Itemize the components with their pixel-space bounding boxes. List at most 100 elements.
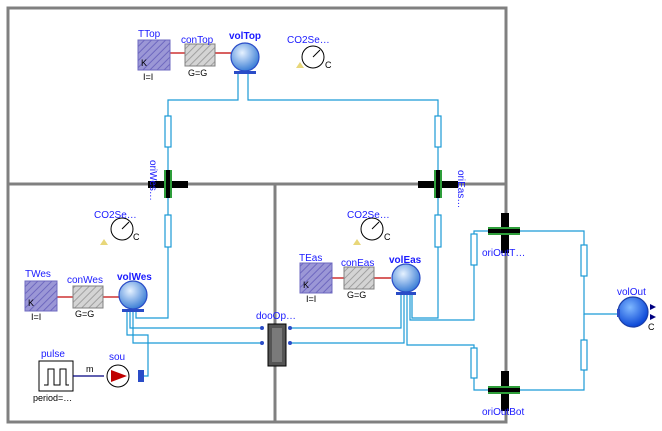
temperature-source-icon (299, 262, 333, 294)
component-volout[interactable]: volOut C (617, 287, 656, 332)
volume-icon (230, 42, 260, 72)
oriwes-label: oriWes… (147, 160, 158, 201)
pipe-oriwes-volwes (135, 247, 169, 319)
orifice-plate-core (488, 388, 520, 392)
co2sentop-label: CO2Se… (287, 35, 330, 46)
pipe-resistance-icon (470, 347, 478, 379)
coneas-param: G=G (347, 290, 366, 300)
component-voltop[interactable]: volTop (229, 31, 261, 74)
source-port (138, 370, 144, 382)
temperature-source-icon (24, 280, 58, 312)
pipe-voleas-door-1 (290, 293, 402, 329)
pipe-resistance-icon (164, 214, 172, 248)
pipe-volwes-door-1 (129, 310, 262, 329)
volume-icon (118, 280, 148, 310)
pipe-orieas-voleas (411, 247, 439, 319)
pipe-voltop-oriwes (167, 73, 239, 116)
contop-param: G=G (188, 68, 207, 78)
conwes-label: conWes (67, 275, 103, 286)
oriouttop-label: oriOutT… (482, 248, 525, 259)
contop-label: conTop (181, 35, 214, 46)
component-sou[interactable]: sou m (73, 352, 144, 388)
teas-unit: K (303, 280, 309, 290)
coneas-label: conEas (341, 258, 374, 269)
twes-label: TWes (25, 269, 51, 280)
pipe-voleas-oriouttop (409, 265, 475, 321)
source-arrow-icon (111, 370, 127, 382)
pipe-resistance-icon (580, 339, 588, 371)
pipe-volwes-sou (126, 310, 149, 377)
thermal-conductor-icon (343, 266, 375, 290)
orifice-plate-core (166, 170, 170, 198)
room-east-border (273, 182, 508, 424)
pipe-voltop-orieas (247, 73, 439, 116)
orifice-plate-core (488, 229, 520, 233)
orioutbot-label: oriOutBot (482, 407, 524, 418)
conwes-param: G=G (75, 309, 94, 319)
component-coneas[interactable]: conEas G=G (341, 258, 375, 300)
door-port (260, 326, 264, 330)
pipe-voleas-orioutbot (406, 293, 475, 348)
door-port (260, 341, 264, 345)
co2seneas-label: CO2Se… (347, 210, 390, 221)
pipe-resistance-icon (470, 233, 478, 266)
component-door[interactable]: dooOp… (256, 311, 296, 367)
voltop-label: volTop (229, 31, 261, 42)
volout-unit: C (648, 322, 655, 332)
co2sentop-unit: C (325, 60, 332, 70)
orifice-orioutbot[interactable]: oriOutBot (482, 371, 524, 418)
pipe-oriouttop-out (520, 230, 585, 245)
heat-links (57, 52, 391, 298)
component-co2seneas[interactable]: CO2Se… C (347, 210, 391, 245)
pipe-out-to-volout-top (583, 276, 618, 315)
pipe-resistance-icon (580, 244, 588, 277)
component-teas[interactable]: TEas K I=I (299, 253, 333, 304)
gauge-needle (371, 221, 380, 230)
pipe-resistance-icon (164, 115, 172, 148)
sou-port-label: m (86, 364, 94, 374)
co2senwes-label: CO2Se… (94, 210, 137, 221)
sensor-port-icon (100, 239, 108, 245)
pipe-network (126, 73, 618, 391)
component-contop[interactable]: conTop G=G (181, 35, 216, 78)
volume-port (617, 309, 620, 317)
temperature-source-icon (137, 39, 171, 71)
volume-output-port (650, 314, 656, 320)
component-co2sentop[interactable]: CO2Se… C (287, 35, 332, 70)
twes-unit: K (28, 298, 34, 308)
volume-icon (617, 296, 649, 328)
component-twes[interactable]: TWes K I=I (24, 269, 58, 322)
sensor-port-icon (353, 239, 361, 245)
door-port (288, 341, 292, 345)
door-label: dooOp… (256, 311, 296, 322)
gauge-needle (312, 49, 321, 58)
component-conwes[interactable]: conWes G=G (67, 275, 104, 319)
ttop-param: I=I (143, 72, 153, 82)
volume-output-port (650, 304, 656, 310)
orifice-plate-core (436, 170, 440, 198)
orieas-label: oriEas… (455, 170, 466, 208)
component-volwes[interactable]: volWes (117, 272, 152, 312)
orifice-oriwes[interactable]: oriWes… (147, 160, 188, 201)
twes-param: I=I (31, 312, 41, 322)
door-port (288, 326, 292, 330)
pipe-oriouttop-in (473, 230, 488, 234)
component-pulse[interactable]: pulse period=… (33, 349, 74, 403)
sou-label: sou (109, 352, 125, 363)
thermal-conductor-icon (184, 43, 216, 67)
orifice-oriouttop[interactable]: oriOutT… (482, 213, 525, 259)
orifice-orieas[interactable]: oriEas… (418, 170, 466, 208)
component-voleas[interactable]: volEas (389, 255, 422, 295)
pulse-wave-icon (44, 368, 69, 386)
pulse-param: period=… (33, 393, 72, 403)
volwes-label: volWes (117, 272, 152, 283)
component-ttop[interactable]: TTop K I=I (137, 29, 171, 82)
pulse-label: pulse (41, 349, 65, 360)
pipe-orioutbot-out (520, 370, 585, 391)
volume-port (396, 292, 416, 295)
thermal-conductor-icon (72, 285, 104, 309)
component-co2senwes[interactable]: CO2Se… C (94, 210, 140, 245)
pulse-source-icon (38, 360, 74, 392)
pipe-voleas-door-2 (290, 293, 405, 344)
